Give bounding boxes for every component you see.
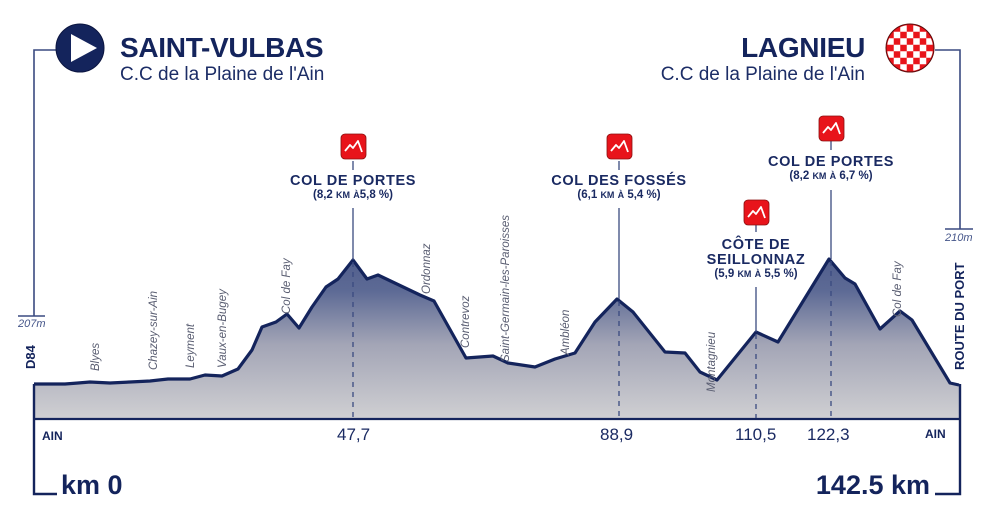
start-department: AIN xyxy=(42,429,63,443)
km-marker: 110,5 xyxy=(735,425,777,444)
climb-label-3: CÔTE DE SEILLONNAZ (5,9 KM À 5,5 %) xyxy=(686,237,826,282)
place-label: Col de Fay xyxy=(281,258,293,314)
finish-department: AIN xyxy=(925,427,946,441)
climb-stats: (6,1 KM À 5,4 %) xyxy=(577,189,661,202)
start-town: SAINT-VULBAS xyxy=(120,32,324,63)
place-label: Montagnieu xyxy=(706,331,718,392)
climb-label-4: COL DE PORTES (8,2 KM À 6,7 %) xyxy=(751,154,911,184)
start-subtitle: C.C de la Plaine de l'Ain xyxy=(120,64,325,85)
place-label: Leyment xyxy=(185,323,197,368)
start-altitude-marker xyxy=(18,49,57,317)
finish-road-label: ROUTE DU PORT xyxy=(952,262,967,370)
mountain-climb-icon xyxy=(340,133,367,160)
elevation-profile-line xyxy=(34,257,960,387)
finish-subtitle: C.C de la Plaine de l'Ain xyxy=(660,64,865,85)
climb-name: CÔTE DE xyxy=(721,237,791,253)
mountain-climb-icon xyxy=(743,199,770,226)
place-label: Saint-Germain-les-Paroisses xyxy=(500,215,512,362)
mountain-climb-icon xyxy=(818,115,845,142)
mountain-climb-icon xyxy=(606,133,633,160)
checkered-flag-icon xyxy=(885,23,935,73)
start-km: km 0 xyxy=(61,470,123,500)
start-play-icon xyxy=(55,23,105,73)
climb-name-line2: SEILLONNAZ xyxy=(706,252,806,269)
km-marker: 88,9 xyxy=(600,425,634,444)
start-road-label: D84 xyxy=(23,345,38,369)
climb-stats: (8,2 KM À5,8 %) xyxy=(312,189,393,202)
place-label: Ambléon xyxy=(560,309,572,355)
place-label: Col de Fay xyxy=(892,261,904,317)
place-label: Blyes xyxy=(90,342,102,371)
km-marker: 47,7 xyxy=(337,425,371,444)
climb-stats: (5,9 KM À 5,5 %) xyxy=(714,268,798,281)
climb-label-1: COL DE PORTES (8,2 KM À5,8 %) xyxy=(273,173,433,203)
climb-name: COL DE PORTES xyxy=(768,154,894,170)
climb-name: COL DE PORTES xyxy=(290,173,416,189)
climb-markers xyxy=(352,141,832,418)
finish-town: LAGNIEU xyxy=(741,32,865,63)
place-label: Ordonnaz xyxy=(421,243,433,294)
finish-km: 142.5 km xyxy=(815,470,930,500)
start-altitude: 207m xyxy=(18,318,46,330)
km-marker: 122,3 xyxy=(807,425,850,444)
distance-axis xyxy=(32,384,962,496)
place-label: Vaux-en-Bugey xyxy=(217,289,229,368)
climb-name: COL DES FOSSÉS xyxy=(551,173,687,189)
climb-stats: (8,2 KM À 6,7 %) xyxy=(789,170,873,183)
finish-altitude-marker xyxy=(935,49,973,230)
climb-label-2: COL DES FOSSÉS (6,1 KM À 5,4 %) xyxy=(539,173,699,203)
finish-altitude: 210m xyxy=(945,232,973,244)
place-label: Chazey-sur-Ain xyxy=(148,290,160,370)
place-label: Contrevoz xyxy=(460,295,472,348)
elevation-profile-area xyxy=(34,259,959,419)
